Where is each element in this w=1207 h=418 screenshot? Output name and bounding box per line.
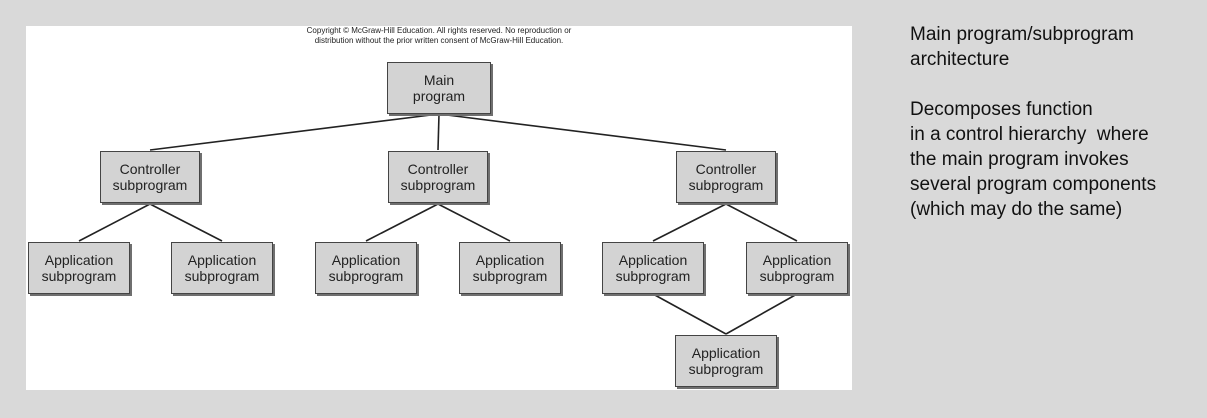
node-label-line-2: subprogram — [41, 268, 117, 284]
controller-subprogram-node-3: Controller subprogram — [676, 151, 776, 203]
node-label-line-2: subprogram — [688, 177, 764, 193]
description-title: Main program/subprogram architecture — [910, 22, 1200, 72]
edge-controller-2-app-4 — [437, 203, 511, 242]
edge-controller-1-app-1 — [78, 203, 151, 242]
controller-subprogram-node-1: Controller subprogram — [100, 151, 200, 203]
node-label-line-1: Application — [618, 252, 688, 268]
node-label-line-1: Controller — [695, 161, 757, 177]
application-subprogram-node-6: Application subprogram — [746, 242, 848, 294]
node-label-line-1: Controller — [119, 161, 181, 177]
application-subprogram-node-2: Application subprogram — [171, 242, 273, 294]
application-subprogram-node-4: Application subprogram — [459, 242, 561, 294]
edge-controller-3-app-5 — [652, 203, 727, 242]
edge-app-5-app-7 — [652, 293, 727, 335]
edge-controller-1-app-2 — [149, 203, 223, 242]
edge-controller-3-app-6 — [725, 203, 798, 242]
title-line-1: Main program/subprogram — [910, 24, 1134, 45]
description-panel: Main program/subprogram architecture Dec… — [910, 22, 1200, 222]
application-subprogram-node-3: Application subprogram — [315, 242, 417, 294]
node-label-line-2: subprogram — [328, 268, 404, 284]
application-subprogram-node-7: Application subprogram — [675, 335, 777, 387]
node-label-line-1: Application — [44, 252, 114, 268]
edge-controller-2-app-3 — [365, 203, 439, 242]
node-label-line-1: Application — [475, 252, 545, 268]
node-label-line-2: subprogram — [400, 177, 476, 193]
edge-main-controller-3 — [438, 113, 727, 151]
description-body: Decomposes function in a control hierarc… — [910, 97, 1200, 222]
edge-main-controller-1 — [149, 113, 440, 151]
application-subprogram-node-5: Application subprogram — [602, 242, 704, 294]
main-program-node: Main program — [387, 62, 491, 114]
node-label-line-2: subprogram — [472, 268, 548, 284]
node-label-line-2: subprogram — [615, 268, 691, 284]
node-label-line-2: subprogram — [112, 177, 188, 193]
controller-subprogram-node-2: Controller subprogram — [388, 151, 488, 203]
node-label-line-1: Application — [187, 252, 257, 268]
copyright-line-1: Copyright © McGraw-Hill Education. All r… — [306, 26, 572, 35]
node-label-line-2: subprogram — [759, 268, 835, 284]
body-line-4: several program components — [910, 174, 1157, 195]
node-label-line-2: subprogram — [184, 268, 260, 284]
body-line-1: Decomposes function — [910, 99, 1093, 120]
node-label-line-1: Application — [691, 345, 761, 361]
node-label-line-1: Application — [762, 252, 832, 268]
node-label-line-1: Controller — [407, 161, 469, 177]
edge-main-controller-2 — [437, 113, 440, 151]
architecture-diagram: Copyright © McGraw-Hill Education. All r… — [26, 26, 852, 390]
copyright-notice: Copyright © McGraw-Hill Education. All r… — [26, 26, 852, 46]
node-label-line-2: subprogram — [688, 361, 764, 377]
connector-lines — [78, 113, 798, 335]
node-label-line-2: program — [412, 88, 466, 104]
edge-app-6-app-7 — [725, 293, 798, 335]
body-line-3: the main program invokes — [910, 149, 1129, 170]
title-line-2: architecture — [910, 49, 1010, 70]
copyright-line-2: distribution without the prior written c… — [314, 36, 564, 45]
body-line-2: in a control hierarchy where — [910, 124, 1149, 145]
body-line-5: (which may do the same) — [910, 199, 1123, 220]
node-label-line-1: Application — [331, 252, 401, 268]
node-label-line-1: Main — [423, 72, 455, 88]
application-subprogram-node-1: Application subprogram — [28, 242, 130, 294]
